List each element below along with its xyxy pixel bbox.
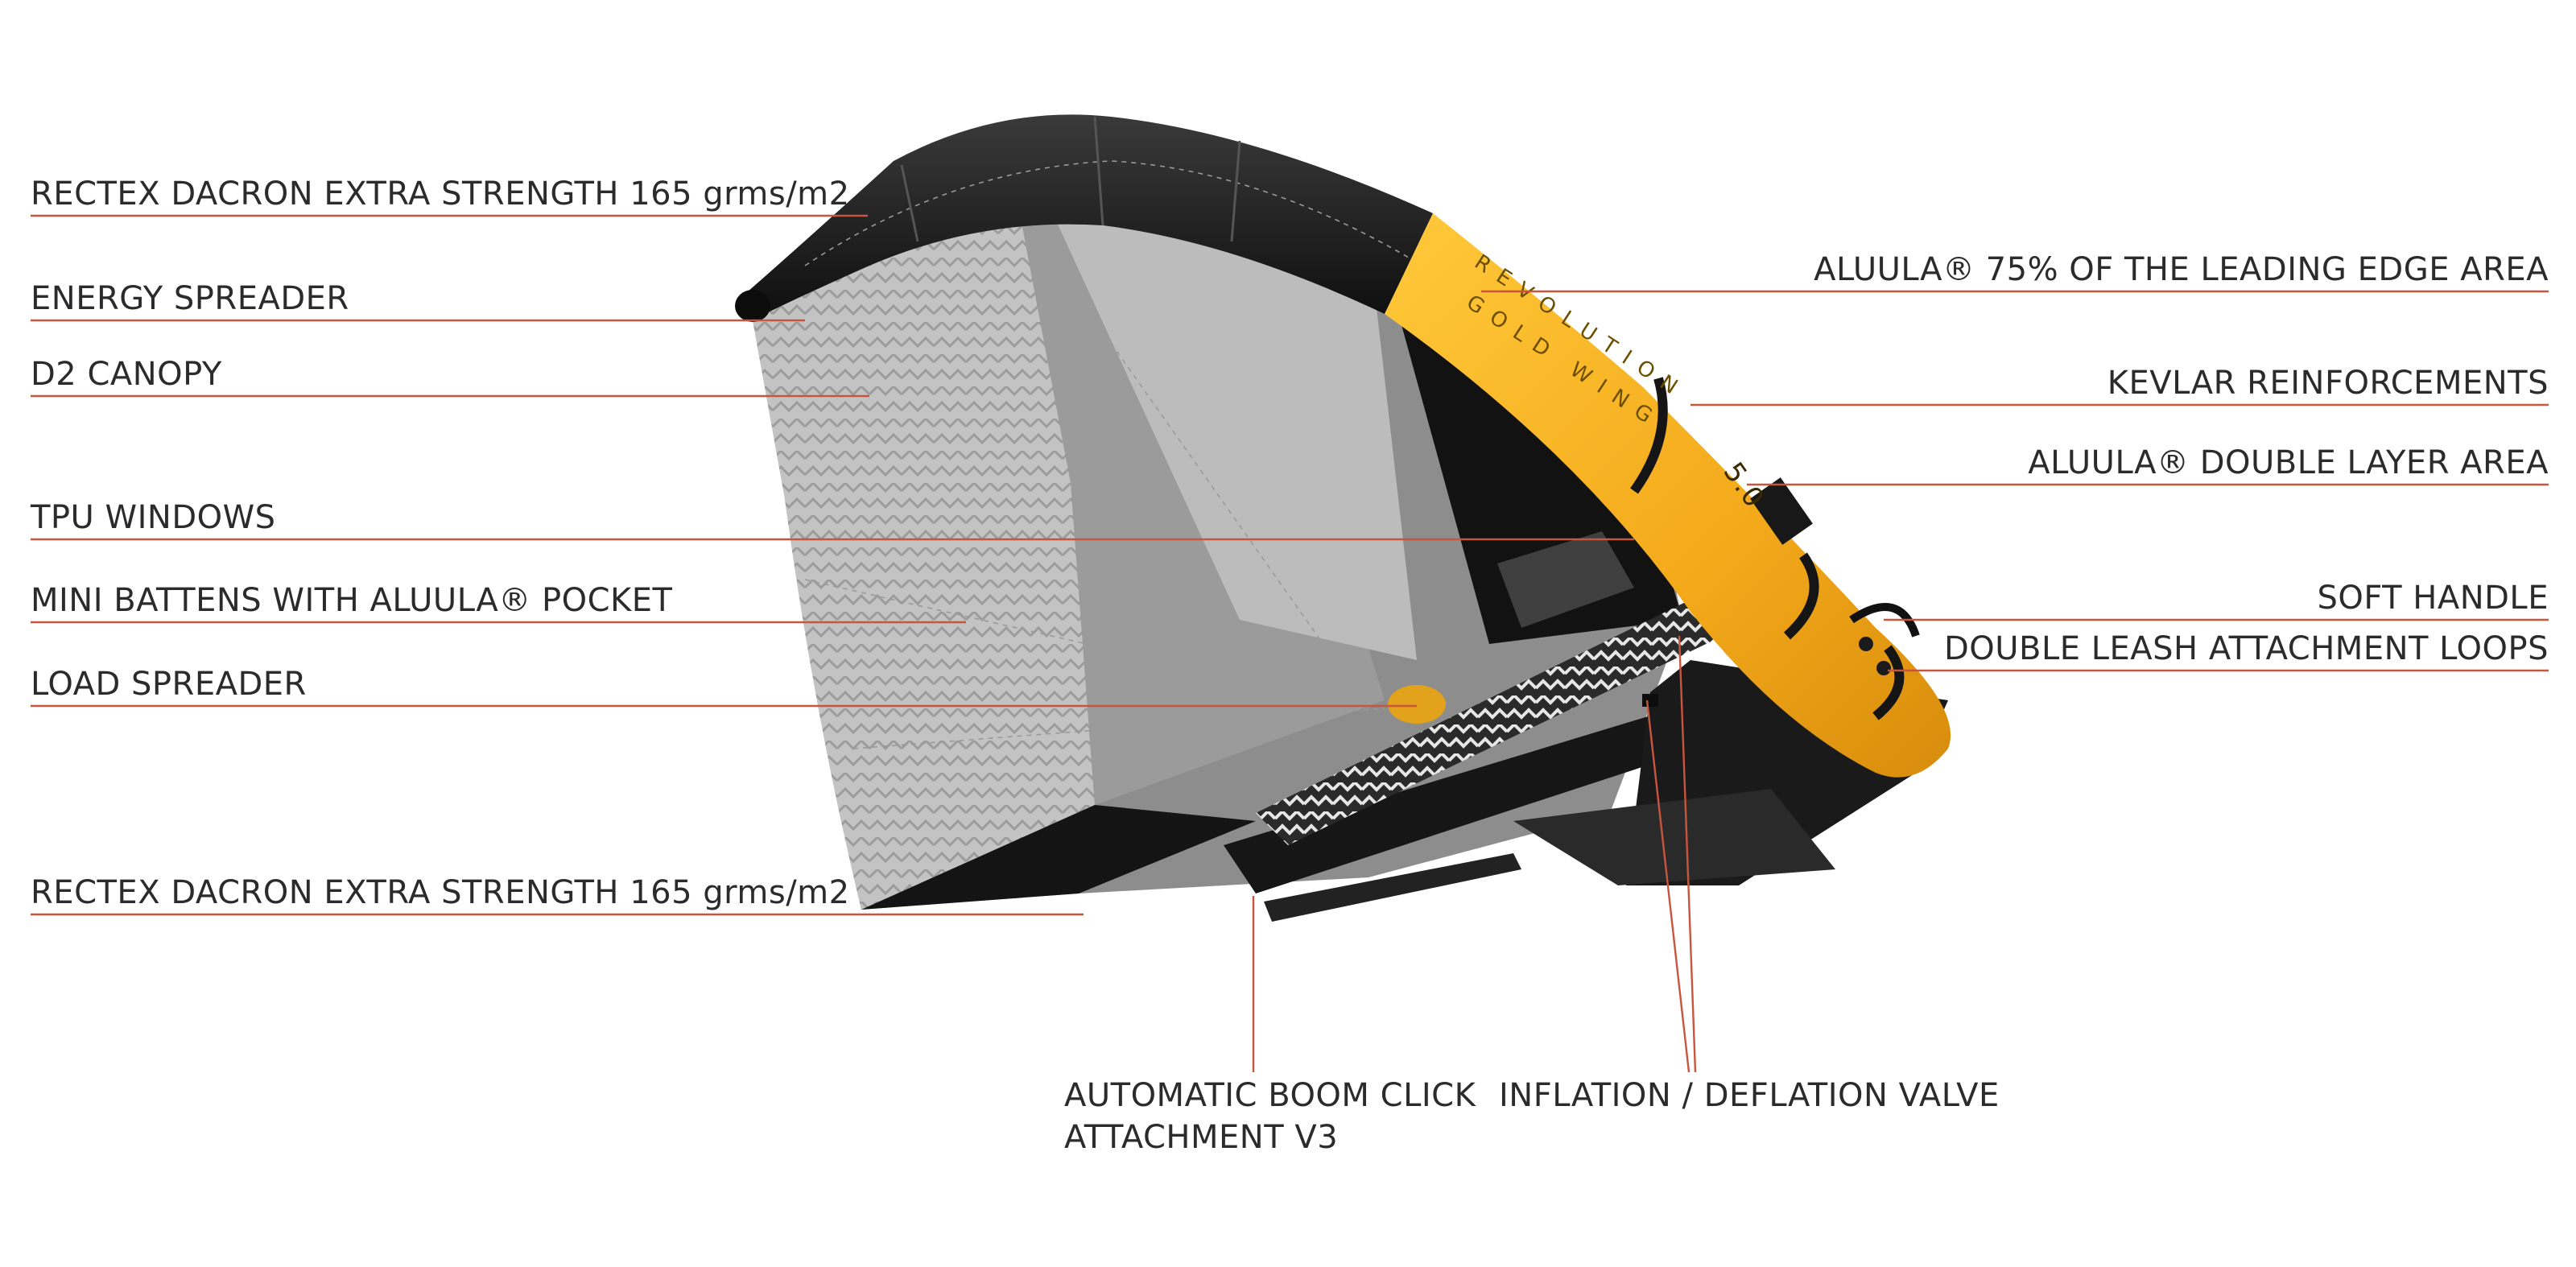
canopy-lower-dark-panel bbox=[861, 805, 1256, 910]
le-ring bbox=[1630, 377, 1668, 494]
label-energy-spreader: ENERGY SPREADER bbox=[31, 280, 349, 317]
label-rectex-top: RECTEX DACRON EXTRA STRENGTH 165 grms/m2 bbox=[31, 175, 850, 213]
label-rectex-bottom: RECTEX DACRON EXTRA STRENGTH 165 grms/m2 bbox=[31, 874, 850, 911]
soft-handle bbox=[1849, 603, 1920, 638]
valve bbox=[1642, 694, 1658, 707]
label-d2-canopy: D2 CANOPY bbox=[31, 356, 222, 393]
label-boom-line1: AUTOMATIC BOOM CLICK bbox=[1064, 1077, 1477, 1114]
le-segment bbox=[900, 164, 919, 242]
label-tpu-windows: TPU WINDOWS bbox=[30, 499, 276, 536]
tpu-window-pane bbox=[1497, 531, 1634, 628]
boom-arm bbox=[1264, 853, 1521, 922]
label-aluula-75: ALUULA® 75% OF THE LEADING EDGE AREA bbox=[1814, 251, 2549, 288]
label-aluula-double: ALUULA® DOUBLE LAYER AREA bbox=[2028, 444, 2549, 481]
leader-valve-a bbox=[1645, 700, 1690, 1073]
boom-patterned-strip bbox=[1256, 596, 1723, 845]
canopy-light-panel bbox=[1055, 217, 1417, 660]
batten-line bbox=[852, 708, 1385, 749]
wingtip-cap bbox=[735, 290, 770, 322]
canopy-textured-panel bbox=[749, 205, 1095, 910]
leash-loop bbox=[1859, 637, 1873, 651]
le-ring bbox=[1872, 645, 1905, 720]
label-boom-line2: ATTACHMENT V3 bbox=[1064, 1119, 1338, 1156]
leader-lines bbox=[31, 214, 2549, 1073]
leading-edge-yellow bbox=[1385, 213, 1951, 778]
strut-lower bbox=[1513, 789, 1835, 885]
label-double-leash: DOUBLE LEASH ATTACHMENT LOOPS bbox=[1944, 630, 2549, 667]
boom bbox=[1224, 708, 1699, 894]
label-valve: INFLATION / DEFLATION VALVE bbox=[1499, 1077, 2000, 1114]
label-soft-handle: SOFT HANDLE bbox=[2317, 580, 2549, 617]
leading-edge-black bbox=[741, 114, 1433, 318]
le-stitch bbox=[804, 160, 1410, 266]
wing-illustration: 5.0 REVOLUTION GOLD WING bbox=[735, 114, 1951, 922]
le-segment bbox=[1093, 116, 1104, 226]
le-ring bbox=[1783, 552, 1819, 640]
load-spreader-patch bbox=[1388, 685, 1446, 724]
label-load-spreader: LOAD SPREADER bbox=[31, 666, 307, 703]
label-kevlar: KEVLAR REINFORCEMENTS bbox=[2107, 365, 2549, 402]
leash-loop bbox=[1876, 661, 1891, 675]
leader-valve-b bbox=[1678, 635, 1697, 1073]
label-mini-battens: MINI BATTENS WITH ALUULA® POCKET bbox=[31, 582, 673, 619]
le-segment bbox=[1230, 140, 1241, 242]
batten-line bbox=[1022, 217, 1369, 709]
size-plate bbox=[1750, 477, 1813, 545]
callout-labels: RECTEX DACRON EXTRA STRENGTH 165 grms/m2… bbox=[30, 175, 2549, 1156]
